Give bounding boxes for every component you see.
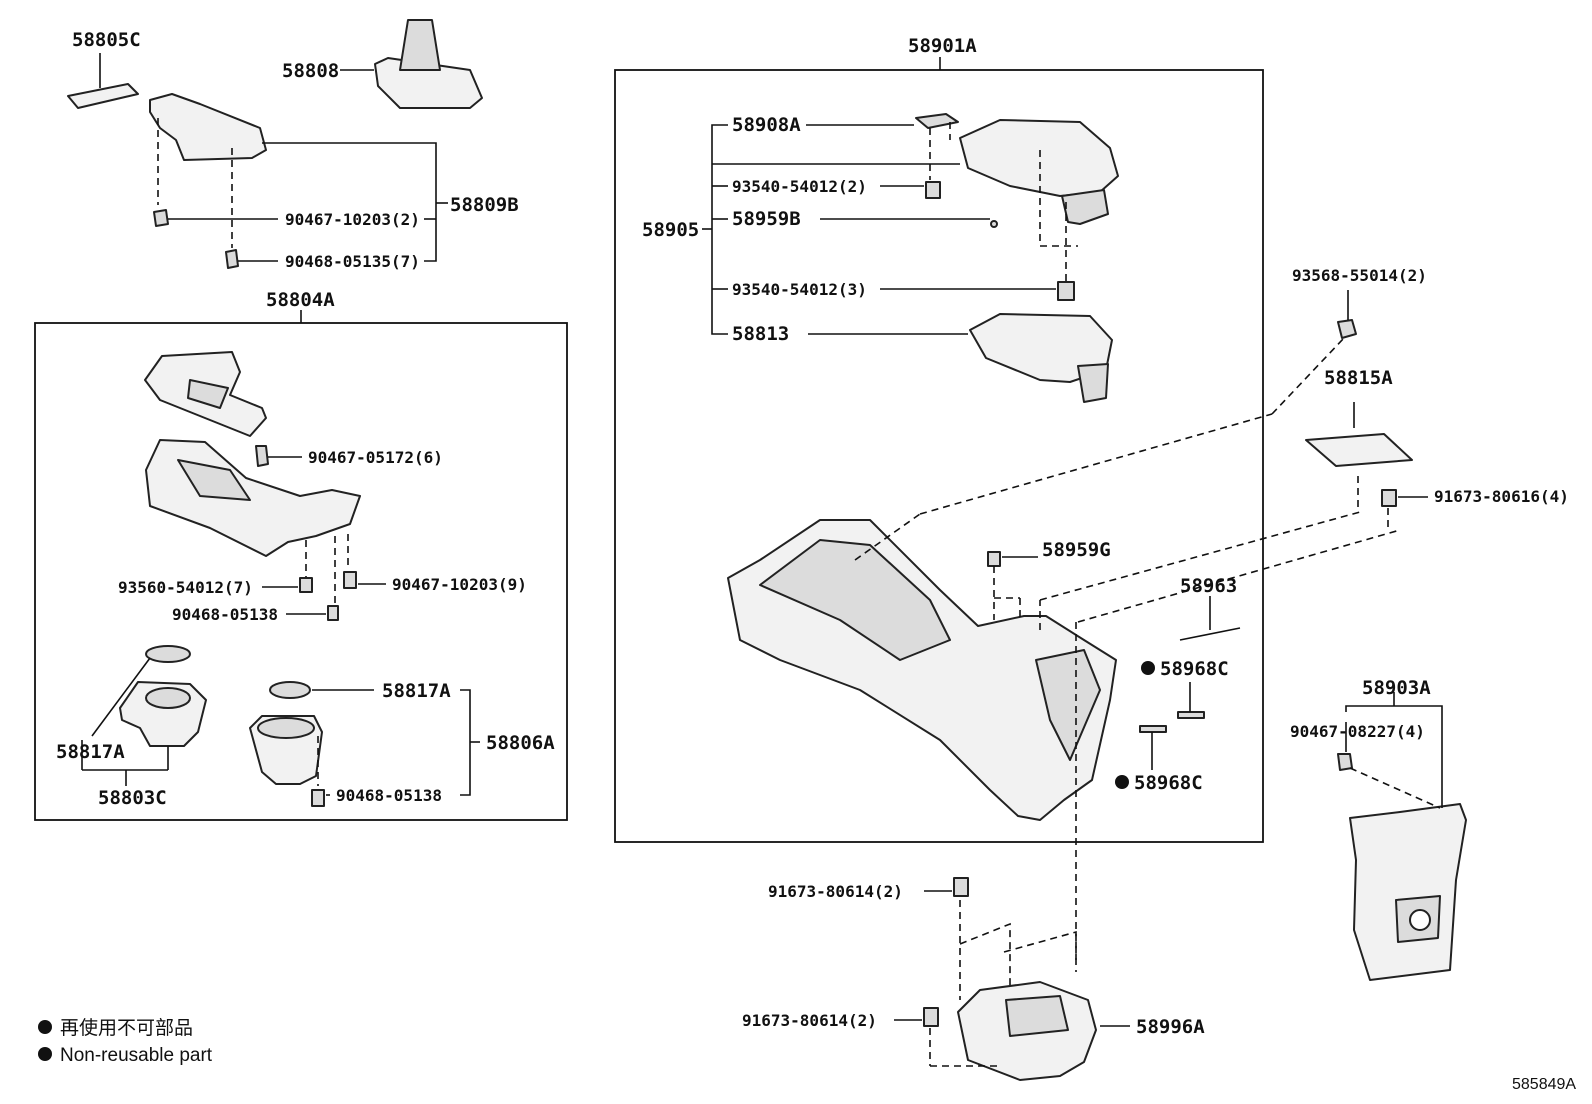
part-58959b[interactable] — [990, 220, 998, 228]
label-90468-05138-b[interactable]: 90468-05138 — [336, 786, 442, 805]
labels: 58805C 58808 58809B 90467-10203(2) 90468… — [56, 29, 1569, 1038]
label-58959b[interactable]: 58959B — [732, 208, 801, 230]
box-58901a — [614, 69, 1264, 843]
label-58901a[interactable]: 58901A — [908, 35, 977, 57]
group-58996a — [894, 877, 1130, 1081]
part-58903a[interactable] — [1349, 803, 1467, 981]
legend-text-ja: 再使用不可部品 — [60, 1017, 193, 1039]
screw-93540-54012-3[interactable] — [1057, 281, 1075, 301]
marker-58968c-bottom — [1115, 775, 1129, 789]
clip-90468-05135[interactable] — [225, 249, 239, 269]
label-58968c-top[interactable]: 58968C — [1160, 658, 1229, 680]
label-90467-05172-6[interactable]: 90467-05172(6) — [308, 448, 443, 467]
label-58805c[interactable]: 58805C — [72, 29, 141, 51]
ring-58817a-left[interactable] — [145, 645, 191, 663]
screw-93560-54012[interactable] — [299, 577, 313, 593]
label-58809b[interactable]: 58809B — [450, 194, 519, 216]
label-58815a[interactable]: 58815A — [1324, 367, 1393, 389]
screw-93540-54012-2[interactable] — [925, 181, 941, 199]
label-90467-10203-2[interactable]: 90467-10203(2) — [285, 210, 420, 229]
clip-90468-05138-b[interactable] — [311, 789, 325, 807]
label-91673-80614-2-top[interactable]: 91673-80614(2) — [768, 882, 903, 901]
label-58959g[interactable]: 58959G — [1042, 539, 1111, 561]
legend-text-en: Non-reusable part — [60, 1045, 213, 1066]
legend: 再使用不可部品 Non-reusable part — [38, 1017, 213, 1066]
drawing-id: 585849A — [1512, 1076, 1576, 1093]
group-58809b — [67, 19, 483, 269]
label-58996a[interactable]: 58996A — [1136, 1016, 1205, 1038]
label-90467-08227-4[interactable]: 90467-08227(4) — [1290, 722, 1425, 741]
label-58817a-left[interactable]: 58817A — [56, 741, 125, 763]
part-58815a[interactable] — [1305, 433, 1413, 467]
label-58963[interactable]: 58963 — [1180, 575, 1237, 597]
label-93540-54012-3[interactable]: 93540-54012(3) — [732, 280, 867, 299]
part-58809b[interactable] — [149, 93, 267, 161]
group-58901a — [614, 57, 1401, 972]
part-58805c[interactable] — [67, 83, 139, 109]
label-58903a[interactable]: 58903A — [1362, 677, 1431, 699]
legend-dot-en — [38, 1047, 52, 1061]
label-58813[interactable]: 58813 — [732, 323, 789, 345]
pin-58968c-upper[interactable] — [1177, 711, 1205, 719]
clip-90467-10203-9[interactable] — [343, 571, 357, 589]
legend-dot-ja — [38, 1020, 52, 1034]
bolt-91673-80616[interactable] — [1381, 489, 1397, 507]
part-58908a[interactable] — [915, 113, 959, 129]
pin-58968c-lower[interactable] — [1139, 725, 1167, 733]
label-91673-80616-4[interactable]: 91673-80616(4) — [1434, 487, 1569, 506]
clip-90468-05138-a[interactable] — [327, 605, 339, 621]
part-armrest-lid[interactable] — [959, 119, 1119, 197]
bolt-91673-80614-top[interactable] — [953, 877, 969, 897]
label-58908a[interactable]: 58908A — [732, 114, 801, 136]
label-93560-54012-7[interactable]: 93560-54012(7) — [118, 578, 253, 597]
label-90468-05138-a[interactable]: 90468-05138 — [172, 605, 278, 624]
label-58808[interactable]: 58808 — [282, 60, 339, 82]
bolt-93568-55014[interactable] — [1337, 319, 1357, 339]
part-58959g[interactable] — [987, 551, 1001, 567]
bolt-91673-80614-bottom[interactable] — [923, 1007, 939, 1027]
label-91673-80614-2-bottom[interactable]: 91673-80614(2) — [742, 1011, 877, 1030]
group-58804a — [34, 310, 568, 821]
clip-90467-10203[interactable] — [153, 209, 169, 227]
label-90467-10203-9[interactable]: 90467-10203(9) — [392, 575, 527, 594]
group-right-parts — [1305, 290, 1467, 981]
clip-90467-08227[interactable] — [1337, 753, 1353, 771]
label-58804a[interactable]: 58804A — [266, 289, 335, 311]
marker-58968c-top — [1141, 661, 1155, 675]
label-58817a-right[interactable]: 58817A — [382, 680, 451, 702]
label-93568-55014-2[interactable]: 93568-55014(2) — [1292, 266, 1427, 285]
label-58806a[interactable]: 58806A — [486, 732, 555, 754]
label-90468-05135-7[interactable]: 90468-05135(7) — [285, 252, 420, 271]
label-93540-54012-2[interactable]: 93540-54012(2) — [732, 177, 867, 196]
label-58803c[interactable]: 58803C — [98, 787, 167, 809]
clip-90467-05172[interactable] — [255, 445, 269, 467]
ring-58817a-right[interactable] — [269, 681, 311, 699]
label-58905[interactable]: 58905 — [642, 219, 699, 241]
label-58968c-bottom[interactable]: 58968C — [1134, 772, 1203, 794]
